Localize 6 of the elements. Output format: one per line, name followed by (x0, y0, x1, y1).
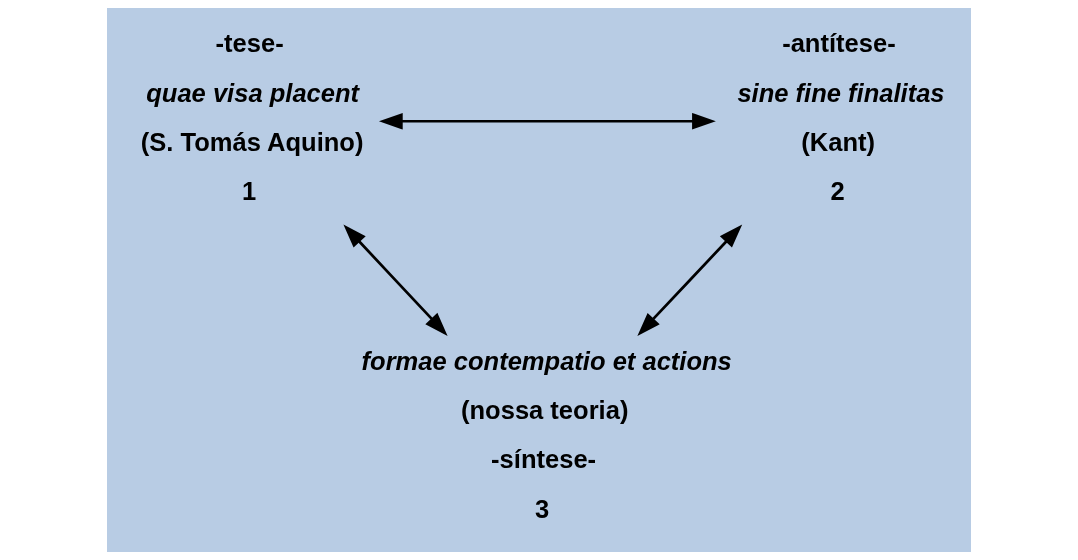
arrow (343, 224, 448, 336)
arrow (637, 224, 743, 336)
node-text: formae contempatio et actions (nossa teoria) -síntese- 3 (361, 346, 732, 523)
node-text: -antítese- sine fine finalitas (Kant) 2 (737, 29, 945, 206)
arrow (378, 112, 716, 130)
node-text: -tese- quae visa placent (S. Tomás Aquino) 1 (140, 29, 364, 206)
